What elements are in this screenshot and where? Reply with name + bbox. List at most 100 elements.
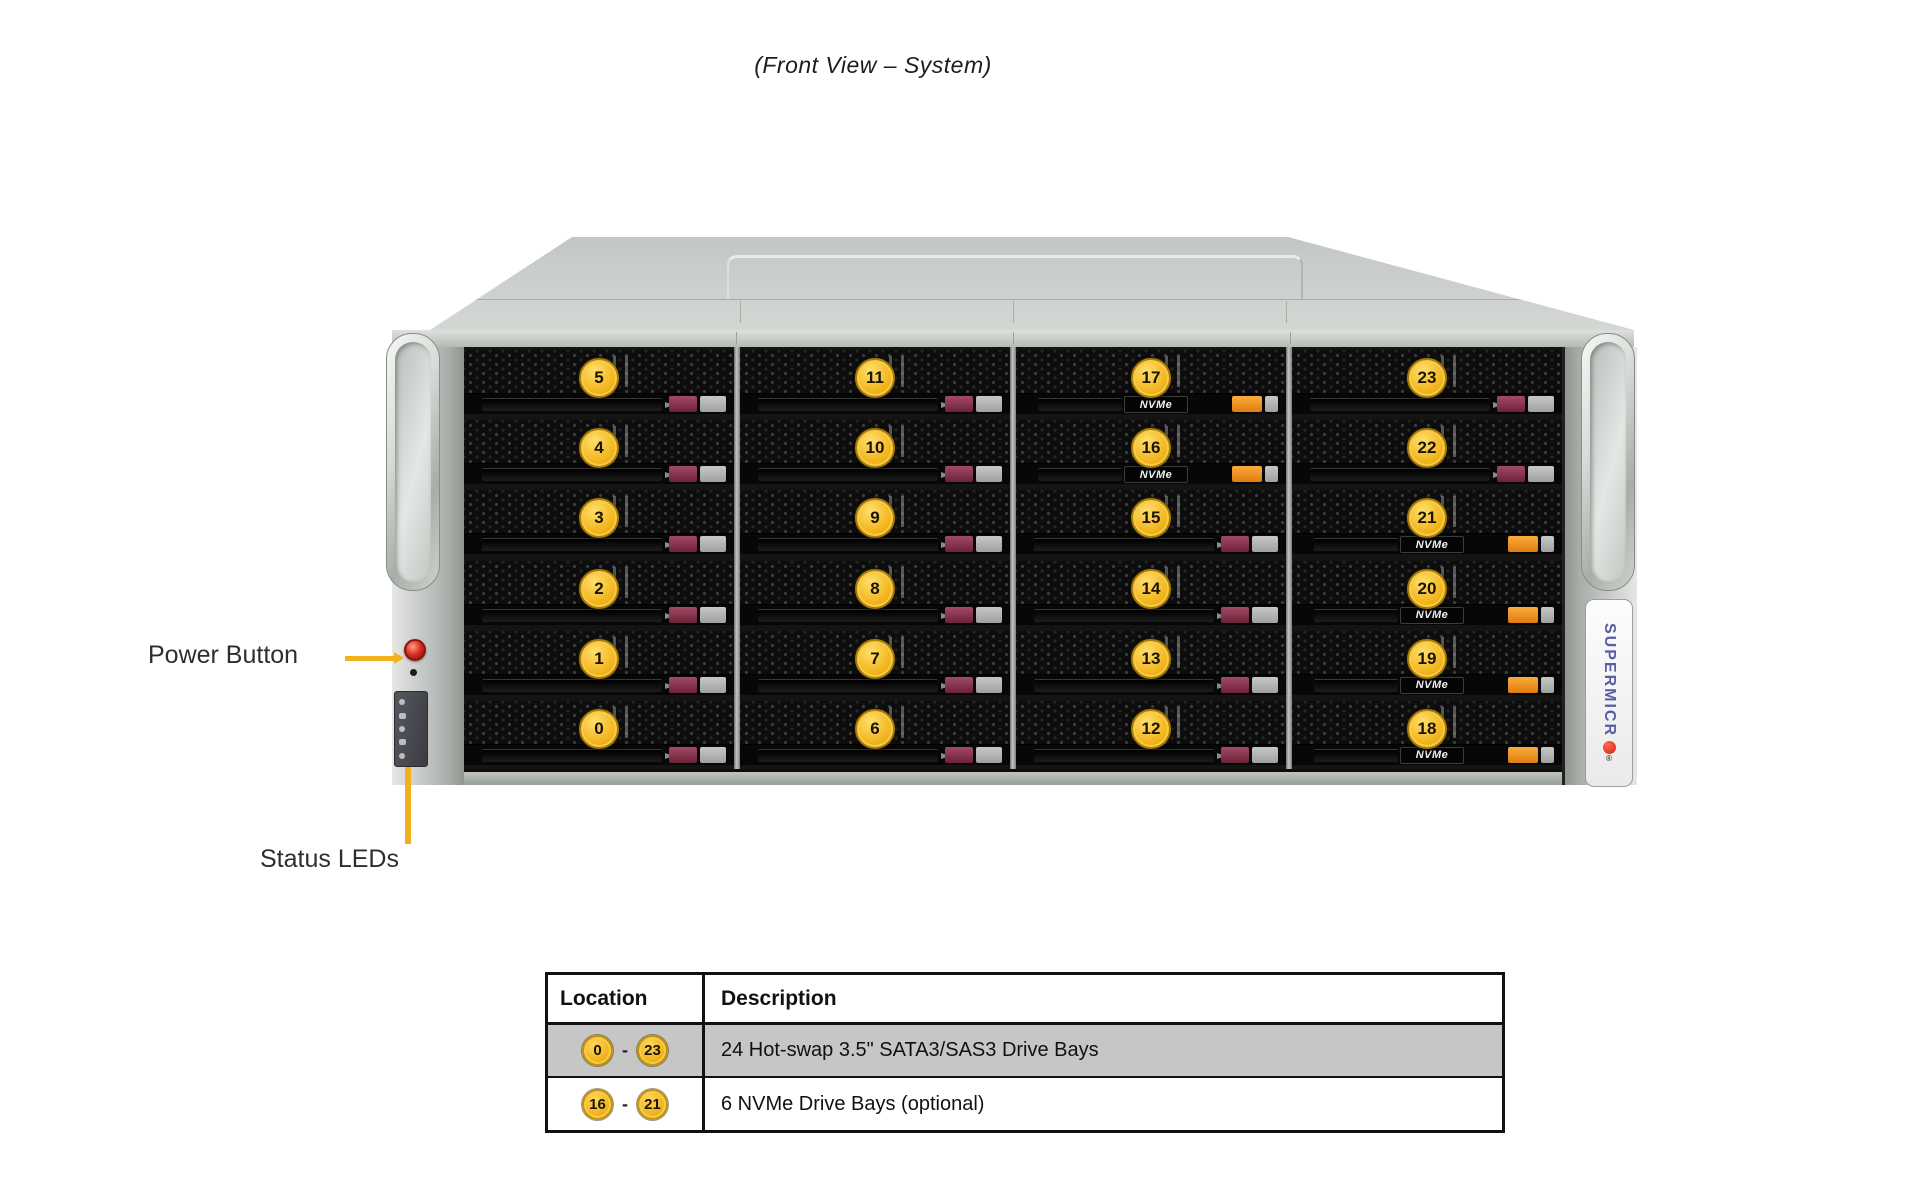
brand-red-dot-icon — [1602, 740, 1616, 754]
tray-release-button — [1252, 606, 1278, 623]
bay-number-badge: 10 — [855, 428, 895, 469]
supermicro-logo: SUPERMICR ® — [1585, 599, 1633, 787]
sata-latch — [1497, 466, 1525, 483]
drive-bay-8: 8 — [740, 560, 1010, 625]
tray-handle-recess — [1034, 678, 1226, 692]
location-badge-to: 23 — [637, 1035, 668, 1066]
bay-number-badge: 14 — [1131, 568, 1171, 609]
drive-bay-14: 14 — [1016, 560, 1286, 625]
tray-handle-recess — [1034, 538, 1226, 552]
sata-latch — [669, 396, 697, 412]
registered-mark: ® — [1604, 753, 1614, 763]
lid-seam — [441, 299, 1597, 300]
tray-handle-recess — [482, 748, 674, 762]
drive-bay-10: 10 — [740, 420, 1010, 485]
nvme-label: NVMe — [1124, 396, 1188, 413]
tray-handle-recess — [1034, 748, 1226, 762]
tray-latch-strip — [1016, 674, 1286, 695]
status-led-icon — [399, 699, 405, 706]
sata-latch — [1221, 606, 1249, 623]
right-rack-ear: SUPERMICR ® — [1562, 333, 1637, 787]
bay-number-badge: 1 — [579, 638, 619, 679]
tray-release-button — [700, 536, 726, 553]
power-button-arrow — [345, 652, 404, 664]
lid-recess — [727, 255, 1303, 300]
drive-bay-23: 23 — [1292, 350, 1562, 414]
drive-bay-0: 0 — [464, 700, 734, 765]
tray-release-button — [700, 466, 726, 483]
tray-handle-recess — [482, 398, 674, 411]
tray-latch-strip — [464, 394, 734, 414]
tray-handle-recess — [758, 678, 950, 692]
left-handle-slot — [395, 342, 431, 582]
drive-bay-15: 15 — [1016, 490, 1286, 555]
nvme-label: NVMe — [1400, 676, 1464, 694]
tray-release-button — [1252, 536, 1278, 553]
nvme-label: NVMe — [1400, 746, 1464, 764]
tray-latch-strip — [1292, 394, 1562, 414]
bay-number-badge: 3 — [579, 498, 619, 539]
drive-bay-5: 5 — [464, 350, 734, 414]
tray-handle-recess — [758, 538, 950, 552]
tray-latch-strip — [740, 534, 1010, 555]
tray-release-button — [1528, 466, 1554, 483]
tray-handle-recess — [482, 608, 674, 622]
sata-latch — [945, 676, 973, 693]
tray-release-button — [976, 746, 1002, 763]
bay-number-badge: 19 — [1407, 638, 1447, 679]
left-handle — [386, 333, 440, 591]
status-leds-label: Status LEDs — [260, 845, 399, 873]
right-handle-slot — [1590, 342, 1626, 582]
tray-latch-strip — [464, 674, 734, 695]
sata-latch — [1497, 396, 1525, 412]
bay-number-badge: 7 — [855, 638, 895, 679]
bay-number-badge: 15 — [1131, 498, 1171, 539]
tray-release-button — [1541, 746, 1554, 763]
sata-latch — [669, 676, 697, 693]
tray-handle-recess — [1314, 678, 1410, 692]
location-badge-to: 21 — [637, 1088, 668, 1120]
bay-number-badge: 17 — [1131, 358, 1171, 398]
tray-handle-recess — [1038, 468, 1134, 482]
nvme-latch — [1508, 606, 1538, 623]
tray-release-button — [1541, 676, 1554, 693]
drive-bay-13: 13 — [1016, 630, 1286, 695]
nvme-latch — [1508, 676, 1538, 693]
tray-latch-strip: NVMe — [1292, 604, 1562, 625]
bay-number-badge: 13 — [1131, 638, 1171, 679]
nvme-latch — [1508, 536, 1538, 553]
drive-bay-7: 7 — [740, 630, 1010, 695]
supermicro-logo-text: SUPERMICR — [1601, 623, 1618, 738]
tray-release-button — [700, 676, 726, 693]
tray-latch-strip — [740, 744, 1010, 765]
tray-release-button — [700, 606, 726, 623]
nvme-latch — [1232, 396, 1262, 412]
band-seam — [1290, 332, 1291, 344]
lid-seam-tick — [1286, 301, 1288, 323]
sata-latch — [669, 466, 697, 483]
nvme-latch — [1508, 746, 1538, 763]
left-rack-ear — [386, 333, 467, 785]
tray-release-button — [1528, 396, 1554, 412]
reset-button — [410, 669, 417, 676]
bay-number-badge: 4 — [579, 428, 619, 469]
status-led-icon — [399, 725, 405, 732]
header-cell-location: Location — [560, 986, 648, 1010]
status-leds-line — [405, 764, 411, 844]
sata-latch — [669, 536, 697, 553]
bay-number-badge: 21 — [1407, 498, 1447, 539]
sata-latch — [945, 536, 973, 553]
nvme-label: NVMe — [1124, 466, 1188, 484]
bay-number-badge: 2 — [579, 568, 619, 609]
tray-release-button — [1252, 746, 1278, 763]
tray-release-button — [976, 396, 1002, 412]
sata-latch — [669, 746, 697, 763]
tray-latch-strip — [464, 534, 734, 555]
